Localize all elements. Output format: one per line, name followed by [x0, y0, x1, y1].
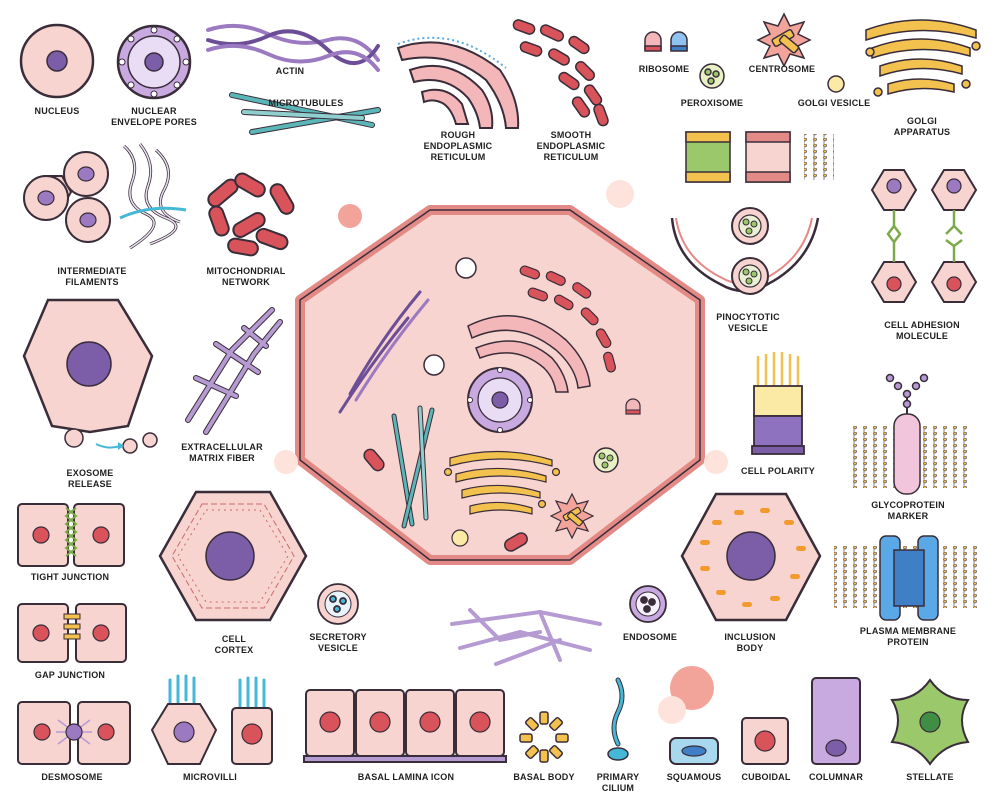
label-exosome-release: EXOSOME RELEASE [66, 468, 114, 489]
label-inclusion-body: INCLUSION BODY [724, 632, 776, 653]
label-ribosome: RIBOSOME [638, 64, 690, 74]
intermediate-filaments-icon [23, 143, 187, 250]
label-extracellular-matrix-fiber: EXTRACELLULAR MATRIX FIBER [181, 442, 263, 463]
label-endosome: ENDOSOME [622, 632, 678, 642]
label-squamous: SQUAMOUS [666, 772, 722, 782]
squamous-icon [669, 737, 719, 765]
label-pinocytotic-vesicle: PINOCYTOTIC VESICLE [716, 312, 780, 333]
exosome-release-icon [22, 298, 158, 454]
peroxisome-icon [699, 63, 725, 89]
label-stellate: STELLATE [906, 772, 954, 782]
nucleus-icon [19, 23, 95, 99]
pinocytotic-vesicle-icon [670, 207, 820, 295]
ecm-fiber-bottom-icon [450, 608, 602, 666]
microtubules-icon [229, 92, 381, 135]
label-intermediate-filaments: INTERMEDIATE FILAMENTS [57, 266, 127, 287]
cell-cortex-icon [158, 490, 308, 622]
nuclear-envelope-pores-icon [116, 24, 192, 100]
ribosome-icon [644, 31, 688, 52]
label-microtubules: MICROTUBULES [268, 98, 344, 108]
extracellular-matrix-fiber-icon [185, 307, 283, 435]
centrosome-icon [756, 12, 812, 68]
label-glycoprotein-marker: GLYCOPROTEIN MARKER [871, 500, 945, 521]
golgi-vesicle-icon [827, 75, 845, 93]
main-cell [295, 205, 705, 565]
label-cell-cortex: CELL CORTEX [214, 634, 254, 655]
glycoprotein-marker-icon [850, 373, 970, 495]
label-microvilli: MICROVILLI [183, 772, 237, 782]
actin-icon [206, 23, 380, 72]
label-peroxisome: PEROXISOME [680, 98, 744, 108]
cuboidal-icon [741, 717, 789, 765]
label-gap-junction: GAP JUNCTION [34, 670, 106, 680]
stellate-icon [890, 678, 970, 766]
primary-cilium-icon [607, 677, 629, 761]
label-actin: ACTIN [275, 66, 305, 76]
membrane-swatch-icons [685, 131, 834, 183]
desmosome-icon [17, 701, 131, 765]
label-desmosome: DESMOSOME [41, 772, 103, 782]
label-centrosome: CENTROSOME [748, 64, 816, 74]
label-rough-er: ROUGH ENDOPLASMIC RETICULUM [423, 130, 493, 162]
label-plasma-membrane-protein: PLASMA MEMBRANE PROTEIN [859, 626, 957, 647]
gap-junction-icon [17, 603, 127, 663]
basal-body-icon [519, 711, 569, 763]
label-nuclear-envelope-pores: NUCLEAR ENVELOPE PORES [111, 106, 197, 127]
microvilli-icon [150, 674, 273, 765]
inclusion-body-icon [680, 492, 822, 622]
label-basal-body: BASAL BODY [513, 772, 575, 782]
label-golgi-vesicle: GOLGI VESICLE [797, 98, 871, 108]
plasma-membrane-protein-icon [834, 535, 982, 621]
cell-polarity-icon [751, 352, 805, 455]
label-basal-lamina-icon: BASAL LAMINA ICON [357, 772, 455, 782]
label-tight-junction: TIGHT JUNCTION [30, 572, 110, 582]
basal-lamina-icon [303, 689, 507, 763]
label-nucleus: NUCLEUS [34, 106, 80, 116]
endosome-icon [629, 585, 667, 623]
mitochondrial-network-icon [207, 172, 295, 257]
label-smooth-er: SMOOTH ENDOPLASMIC RETICULUM [536, 130, 606, 162]
label-secretory-vesicle: SECRETORY VESICLE [309, 632, 367, 653]
label-primary-cilium: PRIMARY CILIUM [596, 772, 640, 793]
cell-adhesion-molecule-icon [870, 169, 978, 303]
floating-vesicles [274, 180, 728, 724]
secretory-vesicle-icon [317, 583, 359, 625]
tight-junction-icon [17, 503, 125, 567]
label-mitochondrial-network: MITOCHONDRIAL NETWORK [206, 266, 286, 287]
columnar-icon [811, 677, 861, 765]
golgi-apparatus-icon [865, 19, 981, 97]
rough-er-icon [396, 36, 520, 129]
smooth-er-icon [512, 19, 609, 127]
label-cell-polarity: CELL POLARITY [741, 466, 815, 476]
label-golgi-apparatus: GOLGI APPARATUS [893, 116, 951, 137]
label-columnar: COLUMNAR [808, 772, 864, 782]
label-cell-adhesion-molecule: CELL ADHESION MOLECULE [884, 320, 960, 341]
label-cuboidal: CUBOIDAL [741, 772, 791, 782]
